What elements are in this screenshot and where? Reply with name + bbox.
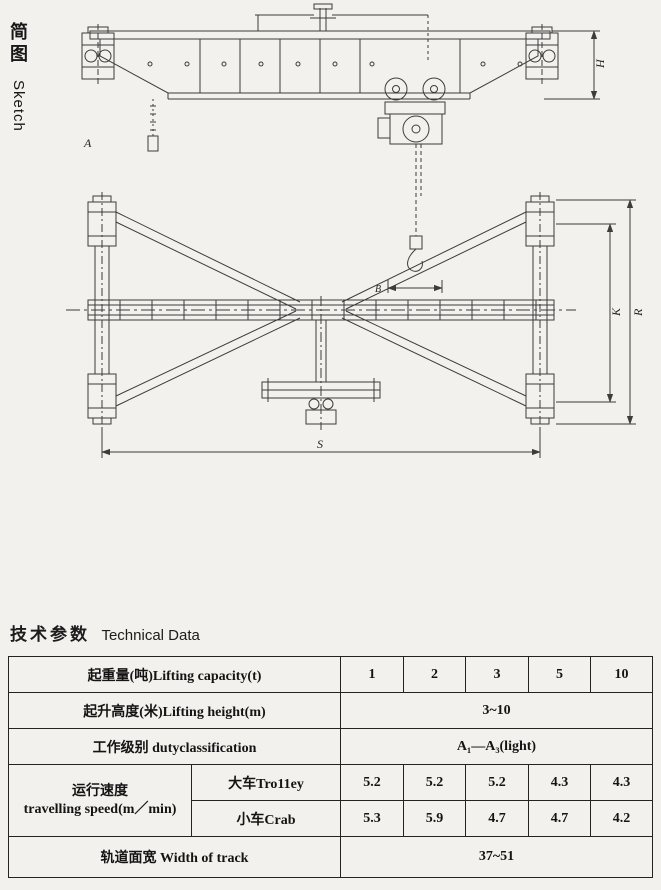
dimension-s <box>101 428 541 458</box>
end-carriage-left <box>81 24 115 84</box>
capacity-label-cell: 起重量(吨)Lifting capacity(t) <box>8 656 341 693</box>
trolley-label-cell: 大车Tro11ey <box>191 764 341 801</box>
capacity-value-cell: 3 <box>465 656 529 693</box>
trolley-value-cell: 5.2 <box>403 764 466 801</box>
trolley-value-cell: 5.2 <box>465 764 529 801</box>
track-width-value-cell: 37~51 <box>340 836 653 878</box>
crane-sketch-drawing: A H B K R S <box>66 3 645 458</box>
track-width-label-cell: 轨道面宽 Width of track <box>8 836 341 878</box>
sketch-label-en: Sketch <box>10 80 27 133</box>
crab-value-cell: 4.2 <box>590 800 653 837</box>
table-row: 轨道面宽 Width of track 37~51 <box>8 836 653 878</box>
trolley-value-cell: 4.3 <box>528 764 591 801</box>
diagonal-braces <box>115 211 527 407</box>
trolley-value-cell: 5.2 <box>340 764 404 801</box>
dim-label-k: K <box>609 307 623 317</box>
lifting-height-label-cell: 起升高度(米)Lifting height(m) <box>8 692 341 729</box>
capacity-value-cell: 10 <box>590 656 653 693</box>
table-row: 起升高度(米)Lifting height(m) 3~10 <box>8 692 653 729</box>
lifting-height-value-cell: 3~10 <box>340 692 653 729</box>
dimension-r <box>556 199 636 425</box>
technical-data-table: 起重量(吨)Lifting capacity(t) 1 2 3 5 10 起升高… <box>8 656 653 878</box>
crab-value-cell: 4.7 <box>465 800 529 837</box>
dim-label-a: A <box>83 136 92 150</box>
crab-value-cell: 4.7 <box>528 800 591 837</box>
capacity-value-cell: 5 <box>528 656 591 693</box>
duty-value-cell: A₁—A₃(light) <box>340 728 653 765</box>
table-row: 起重量(吨)Lifting capacity(t) 1 2 3 5 10 <box>8 656 653 693</box>
end-view <box>66 192 636 458</box>
crab-value-cell: 5.9 <box>403 800 466 837</box>
technical-data-heading-zh: 技术参数 <box>10 625 90 644</box>
table-row: 小车Crab 5.3 5.9 4.7 4.7 4.2 <box>9 800 653 837</box>
crab-value-cell: 5.3 <box>340 800 404 837</box>
chain-hook <box>407 144 423 272</box>
capacity-value-cell: 1 <box>340 656 404 693</box>
dimension-b <box>387 280 443 293</box>
table-row: 运行速度 travelling speed(m／min) 大车Tro11ey 5… <box>8 764 653 837</box>
hoist-trolley <box>377 77 446 145</box>
dim-label-s: S <box>317 437 323 451</box>
side-view <box>81 3 600 272</box>
technical-data-heading-en: Technical Data <box>101 627 200 644</box>
centre-post <box>261 296 381 430</box>
duty-label-cell: 工作级别 dutyclassification <box>8 728 341 765</box>
speed-label-cell: 运行速度 travelling speed(m／min) <box>8 764 192 837</box>
sketch-label-zh: 简图 <box>8 22 28 66</box>
technical-data-heading: 技术参数 Technical Data <box>10 620 200 645</box>
power-mast <box>255 3 429 60</box>
end-carriage-right <box>525 24 559 84</box>
rivet-line <box>147 61 523 67</box>
trolley-value-cell: 4.3 <box>590 764 653 801</box>
speed-label-zh: 运行速度 <box>72 784 128 799</box>
table-row: 工作级别 dutyclassification A₁—A₃(light) <box>8 728 653 765</box>
dim-label-b: B <box>375 284 381 295</box>
dim-label-r: R <box>631 308 645 317</box>
dimension-k <box>556 223 616 403</box>
dimension-h <box>544 30 600 100</box>
speed-label-en: travelling speed(m／min) <box>23 801 177 817</box>
crab-label-cell: 小车Crab <box>191 800 341 837</box>
sketch-section-label: 简图 Sketch <box>5 22 31 132</box>
pendant-control <box>147 99 159 152</box>
dim-label-h: H <box>593 58 607 69</box>
capacity-value-cell: 2 <box>403 656 466 693</box>
